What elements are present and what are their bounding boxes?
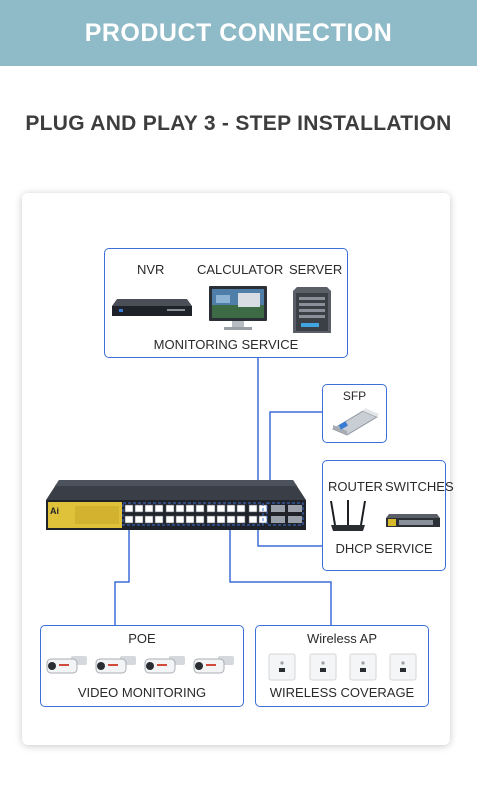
dhcp-service-box: ROUTER SWITCHES DHCP SERVICE [322,460,454,571]
dhcp-caption: DHCP SERVICE [335,541,433,556]
header-banner: PRODUCT CONNECTION [0,0,477,66]
poe-switch-icon [46,480,306,530]
access-point-icon-3 [349,653,377,681]
calculator-label: CALCULATOR [197,262,284,277]
sfp-module-icon [331,408,379,436]
poe-box: POE VIDEO MONITORING [40,625,244,707]
wire-wireless [229,530,332,625]
nvr-icon [112,299,192,316]
camera-icon-3 [144,656,185,674]
switches-label: SWITCHES [385,479,454,494]
nvr-label: NVR [137,262,165,277]
sfp-label: SFP [342,389,367,403]
monitoring-service-box: NVR CALCULATOR SERVER MONITORING SERVICE [104,248,348,358]
wire-poe [114,530,130,625]
server-icon [293,287,331,333]
wireless-title: Wireless AP [306,631,378,646]
sfp-box: SFP [322,384,387,443]
access-point-icon-1 [268,653,296,681]
server-label: SERVER [289,262,343,277]
monitoring-caption: MONITORING SERVICE [153,337,299,352]
camera-icon-2 [95,656,136,674]
subtitle: PLUG AND PLAY 3 - STEP INSTALLATION [25,112,452,135]
access-point-icon-4 [389,653,417,681]
poe-caption: VIDEO MONITORING [77,685,207,700]
switch-ai-badge: Ai [50,506,59,516]
poe-title: POE [128,631,156,646]
wireless-ap-box: Wireless AP WIRELESS COVERAGE [255,625,429,707]
camera-icon-4 [193,656,234,674]
camera-icon-1 [46,656,87,674]
header-title: PRODUCT CONNECTION [84,18,393,47]
router-icon [330,500,366,531]
calculator-icon [209,286,267,330]
wire-sfp [269,411,322,505]
router-label: ROUTER [328,479,383,494]
switch-small-icon [386,514,440,527]
access-point-icon-2 [309,653,337,681]
wireless-caption: WIRELESS COVERAGE [269,685,415,700]
